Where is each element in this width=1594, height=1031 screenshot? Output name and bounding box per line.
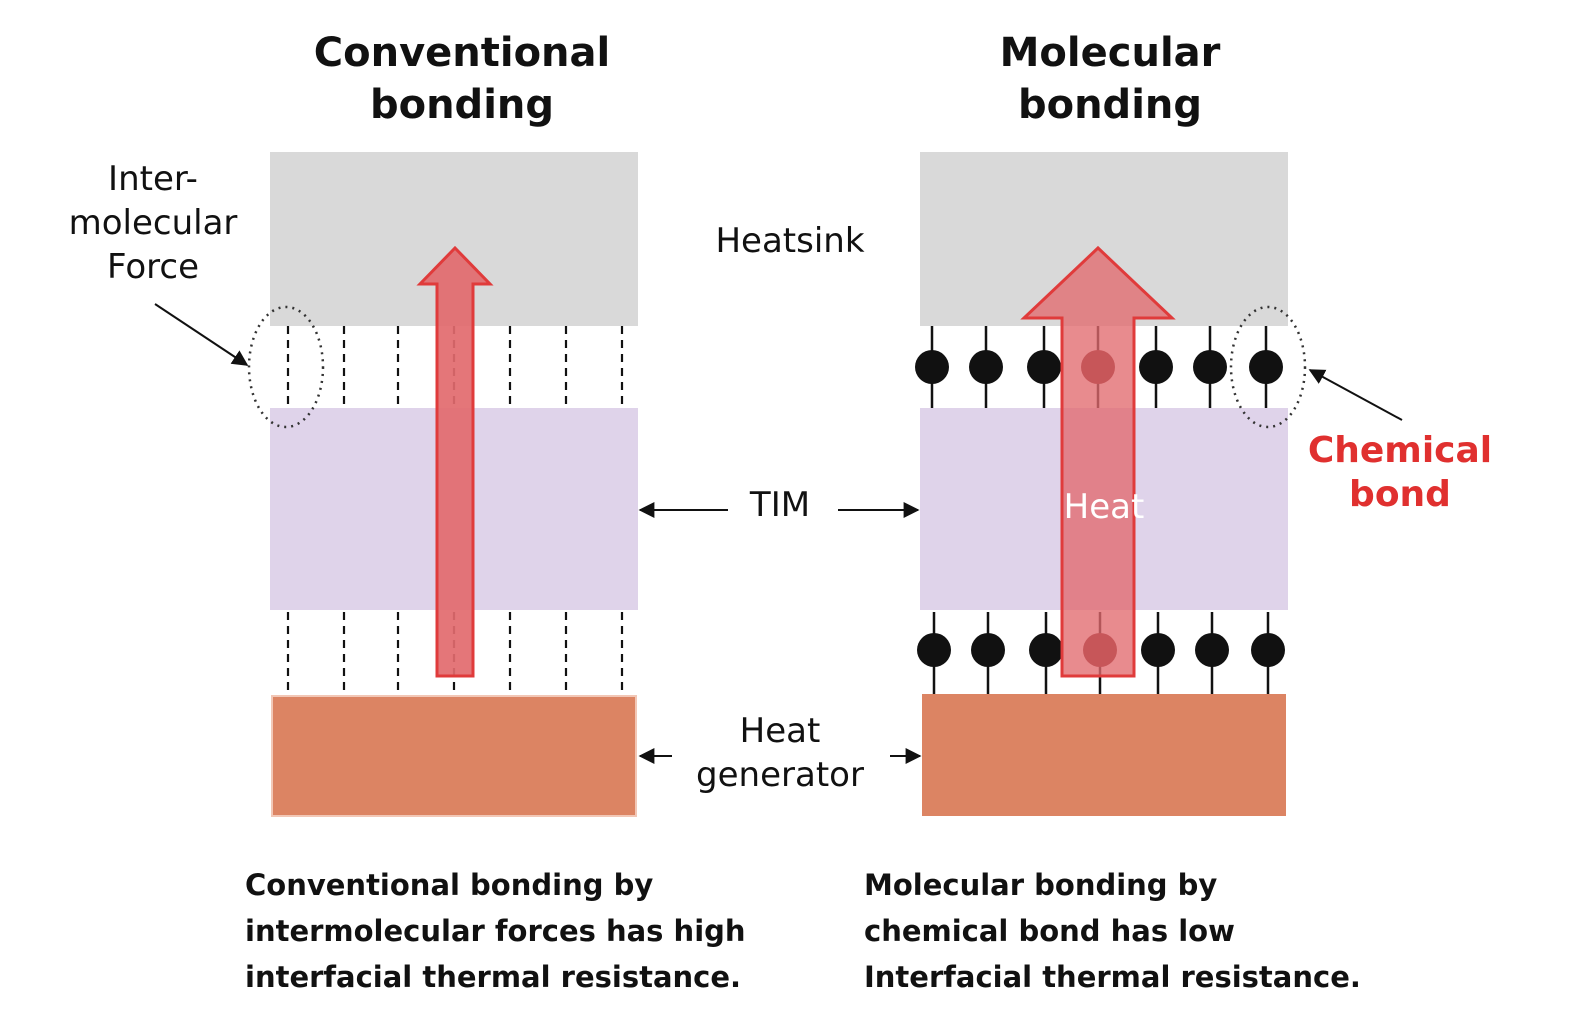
heatsink-label: Heatsink: [715, 221, 864, 261]
tim-label: TIM: [749, 485, 810, 525]
conventional-panel: [247, 152, 638, 817]
molecule-dot: [969, 350, 1003, 384]
chemical-bond-label-line1: Chemical: [1308, 430, 1492, 471]
molecule-dot: [1195, 633, 1229, 667]
molecular-title-line1: Molecular: [1000, 30, 1221, 76]
molecular-caption-line2: chemical bond has low: [864, 914, 1235, 948]
heat-generator-label-line1: Heat: [740, 711, 821, 751]
molecule-dot: [1029, 633, 1063, 667]
chemical-bond-label-line2: bond: [1349, 474, 1451, 515]
chemical-bond-pointer-arrow: [1308, 369, 1403, 421]
heat-generator-label-line2: generator: [696, 755, 864, 795]
molecule-dot: [1193, 350, 1227, 384]
conventional-title-line1: Conventional: [314, 30, 610, 76]
intermolecular-force-highlight-ellipse: [247, 305, 325, 429]
intermolecular-force-label-line3: Force: [107, 247, 199, 287]
intermolecular-force-label-line1: Inter-: [108, 159, 198, 199]
molecular-caption-line3: Interfacial thermal resistance.: [864, 960, 1361, 994]
conventional-title-line2: bonding: [370, 82, 554, 128]
conventional-heat-arrow: [416, 245, 494, 678]
conventional-heat-generator-block: [271, 695, 637, 817]
molecule-dot: [1249, 350, 1283, 384]
molecule-dot: [917, 633, 951, 667]
intermolecular-force-pointer-arrow: [154, 303, 249, 366]
molecular-title-line2: bonding: [1018, 82, 1202, 128]
molecule-dot: [915, 350, 949, 384]
molecule-dot: [1141, 633, 1175, 667]
conventional-caption-line3: interfacial thermal resistance.: [245, 960, 741, 994]
molecule-dot: [1027, 350, 1061, 384]
molecular-caption-line1: Molecular bonding by: [864, 868, 1217, 902]
molecule-dot: [971, 633, 1005, 667]
molecule-dot: [1139, 350, 1173, 384]
conventional-caption-line2: intermolecular forces has high: [245, 914, 746, 948]
intermolecular-force-label-line2: molecular: [69, 203, 238, 243]
molecular-heat-arrow: [1020, 245, 1176, 678]
chemical-bond-highlight-ellipse: [1229, 305, 1307, 429]
molecular-panel: Heat: [915, 152, 1307, 816]
molecule-dot: [1251, 633, 1285, 667]
conventional-caption-line1: Conventional bonding by: [245, 868, 653, 902]
heat-flow-label: Heat: [1064, 487, 1145, 527]
molecular-heat-generator-block: [922, 694, 1286, 816]
